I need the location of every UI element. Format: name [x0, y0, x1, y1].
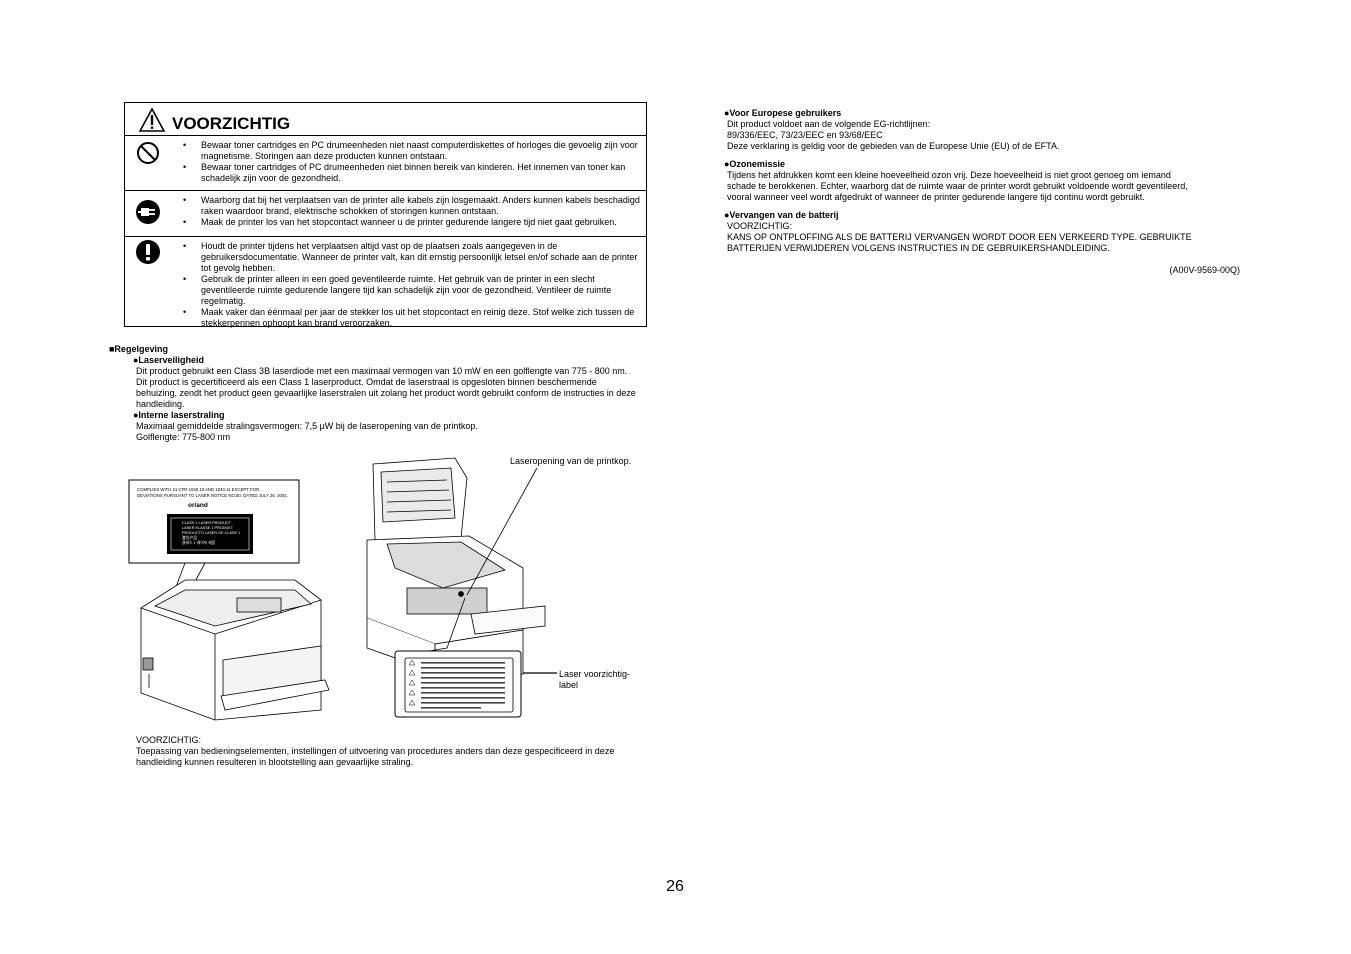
closing-caution: VOORZICHTIG: Toepassing van bedieningsel…	[136, 735, 615, 767]
ozone-text: Tijdens het afdrukken komt een kleine ho…	[727, 170, 1188, 202]
warning-triangle-icon	[138, 107, 166, 132]
battery-text: VOORZICHTIG: KANS OP ONTPLOFFING ALS DE …	[727, 221, 1192, 253]
laser-caution-label	[394, 650, 522, 718]
caution-box: VOORZICHTIG •Bewaar toner cartridges en …	[124, 102, 647, 328]
class1-line: LASER KLASSE 1 PRODUKT	[182, 526, 234, 530]
list-item: •Houdt de printer tijdens het verplaatse…	[183, 241, 638, 273]
list-item: •Maak vaker dan éénmaal per jaar de stek…	[183, 307, 635, 328]
eu-heading: ●Voor Europese gebruikers	[724, 108, 842, 118]
list-item: •Bewaar toner cartridges of PC drumeenhe…	[183, 162, 626, 183]
class1-line: PRODUCTO LASER DE CLASE 1	[182, 531, 240, 535]
caution-row-unplug: •Waarborg dat bij het verplaatsen van de…	[125, 191, 646, 237]
class1-line: CLASS 1 LASER PRODUCT	[182, 521, 232, 525]
list-item: •Gebruik de printer alleen in een goed g…	[183, 274, 612, 306]
laser-safety-text: Dit product gebruikt een Class 3B laserd…	[136, 366, 636, 409]
laser-caution-label-text: Laser voorzichtig- label	[559, 669, 631, 690]
laser-safety-heading: ●Laserveiligheid	[133, 355, 204, 365]
list-item: •Waarborg dat bij het verplaatsen van de…	[183, 195, 640, 216]
unplug-icon	[136, 200, 160, 224]
caution-row-mandatory: •Houdt de printer tijdens het verplaatse…	[125, 237, 646, 328]
ozone-heading: ●Ozonemissie	[724, 159, 785, 169]
list-item: •Bewaar toner cartridges en PC drumeenhe…	[183, 140, 638, 161]
printer-illustration: COMPLIES WITH 21 CFR 1040.10 AND 1040.11…	[128, 457, 557, 721]
caution-row-prohibit: •Bewaar toner cartridges en PC drumeenhe…	[125, 136, 646, 191]
class1-line: 激光产品	[182, 535, 197, 540]
internal-laser-heading: ●Interne laserstraling	[133, 410, 225, 420]
internal-laser-text: Maximaal gemiddelde stralingsvermogen: 7…	[136, 421, 478, 442]
compliance-label: COMPLIES WITH 21 CFR 1040.10 AND 1040.11…	[128, 479, 300, 564]
closed-printer	[140, 579, 330, 721]
caution-header: VOORZICHTIG	[125, 103, 646, 136]
laser-aperture-label: Laseropening van de printkop.	[510, 456, 632, 466]
mandatory-icon	[136, 240, 160, 264]
prohibition-icon	[137, 142, 159, 164]
caution-title: VOORZICHTIG	[172, 114, 291, 133]
label-text-1: COMPLIES WITH 21 CFR 1040.10 AND 1040.11…	[137, 487, 259, 492]
eu-text: Dit product voldoet aan de volgende EG-r…	[727, 119, 1060, 151]
open-printer	[366, 457, 546, 689]
battery-heading: ●Vervangen van de batterij	[724, 210, 839, 220]
or-and-text: or/and	[188, 502, 208, 509]
class1-line: 클래스 1 레이저 제품	[182, 540, 216, 545]
list-item: •Maak de printer los van het stopcontact…	[183, 217, 617, 227]
label-text-2: DEVIATIONS PURSUANT TO LASER NOTICE NO.5…	[137, 493, 288, 498]
page-number: 26	[666, 878, 684, 895]
document-code: (A00V-9569-00Q)	[1169, 265, 1240, 275]
regelgeving-heading: ■Regelgeving	[109, 344, 168, 354]
